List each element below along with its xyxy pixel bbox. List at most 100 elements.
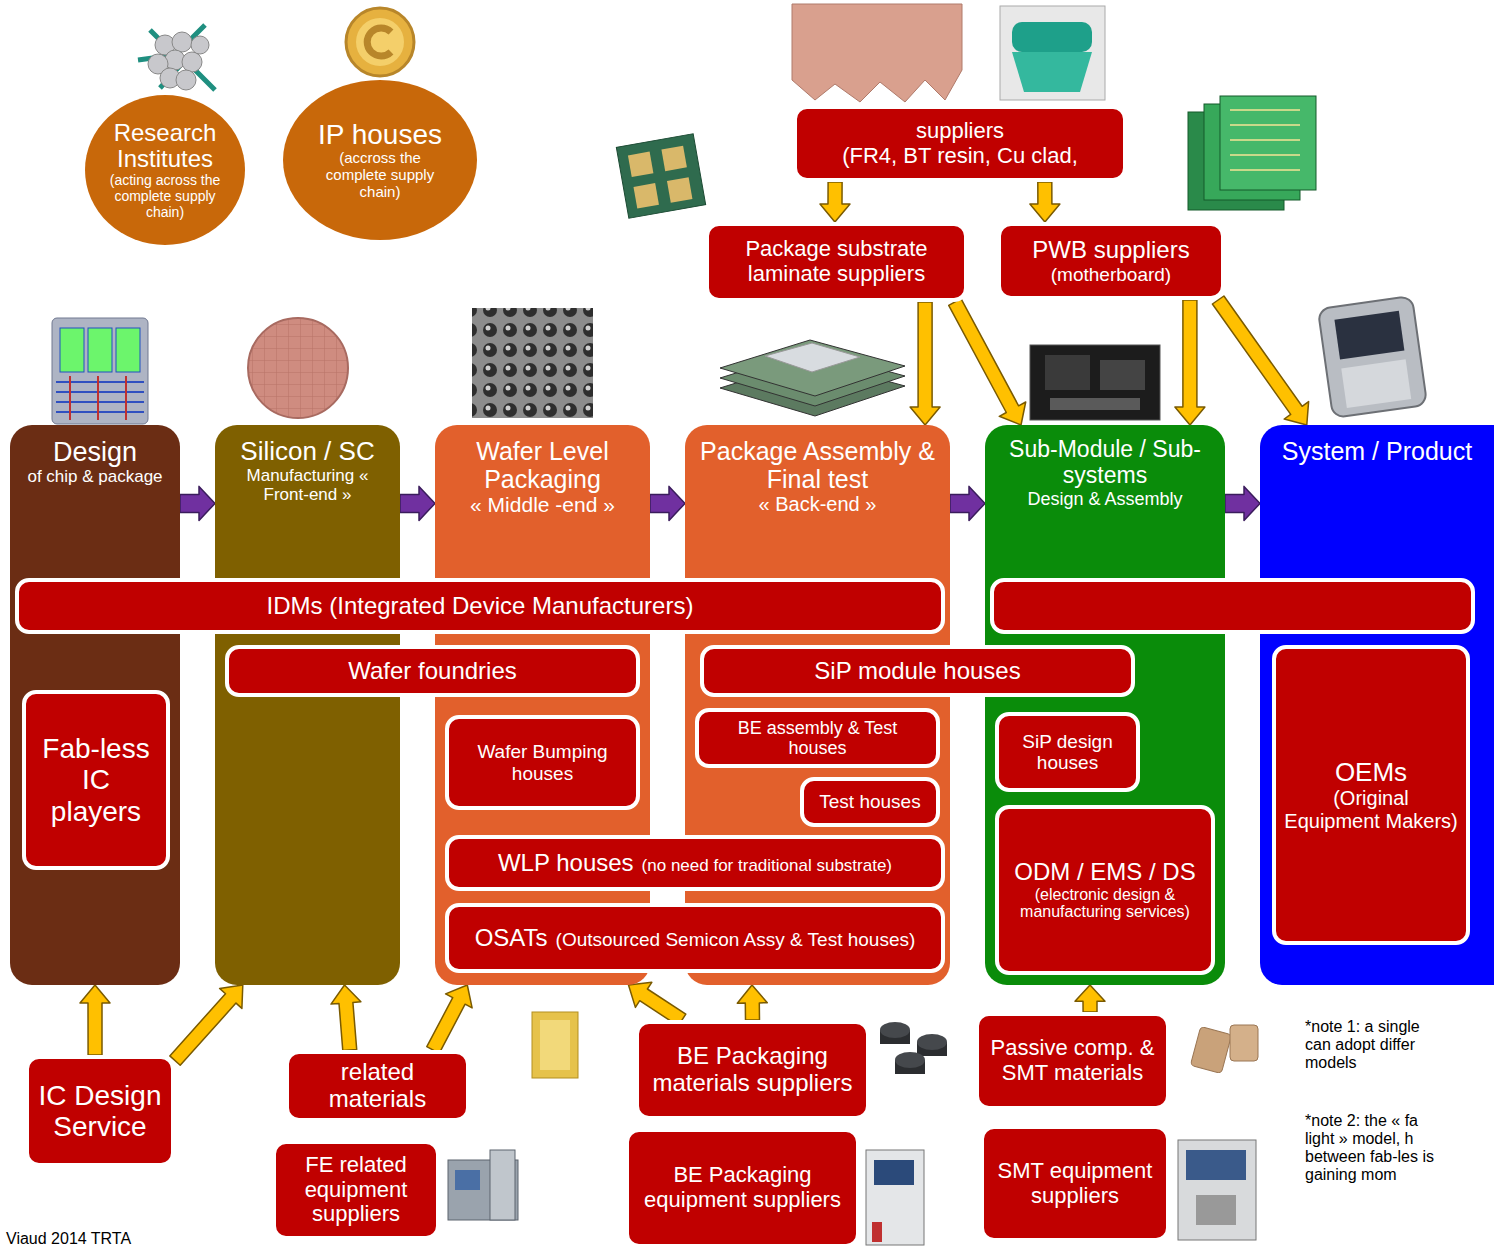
node-heading: SiP module houses bbox=[814, 658, 1020, 685]
node-heading: WLP houses bbox=[498, 850, 634, 877]
molecule-atom bbox=[191, 36, 209, 54]
molecule-atom bbox=[172, 32, 192, 52]
supply-arrow bbox=[427, 985, 472, 1053]
phone-keys bbox=[1341, 359, 1411, 408]
actor-box: OEMs(Original Equipment Makers) bbox=[1272, 645, 1470, 945]
node-heading: Wafer Level Packaging bbox=[443, 437, 642, 493]
wafer-picture bbox=[248, 318, 348, 418]
node-subtext: (electronic design & manufacturing servi… bbox=[1007, 886, 1203, 922]
tool-tower bbox=[490, 1150, 515, 1220]
actor-box: BE assembly & Test houses bbox=[695, 708, 940, 768]
note-text: *note 1: a single can adopt differ model… bbox=[1305, 1018, 1445, 1072]
supply-arrow bbox=[737, 985, 767, 1020]
stage-column: Wafer Level Packaging« Middle -end » Wafe… bbox=[435, 425, 650, 985]
chip-block bbox=[60, 328, 84, 372]
molecule-bond bbox=[138, 25, 215, 90]
node-heading: Test houses bbox=[819, 791, 920, 812]
node-heading: Passive comp. & SMT materials bbox=[987, 1036, 1158, 1085]
node-subtext: Manufacturing « Front-end » bbox=[223, 466, 392, 504]
flow-arrow bbox=[400, 486, 435, 520]
stage-column: Silicon / SCManufacturing « Front-end » bbox=[215, 425, 400, 985]
supply-arrow bbox=[1212, 296, 1308, 425]
actor-box: Passive comp. & SMT materials bbox=[975, 1012, 1170, 1110]
strip-body bbox=[616, 134, 705, 218]
node-heading: OEMs bbox=[1335, 758, 1407, 787]
machine-window bbox=[1186, 1150, 1246, 1180]
pcb-board bbox=[1220, 96, 1316, 190]
strip-pad bbox=[628, 152, 653, 177]
node-heading: FE related equipment suppliers bbox=[284, 1153, 428, 1227]
substrate-strip-picture bbox=[616, 134, 705, 218]
module-picture bbox=[1030, 345, 1160, 420]
tool-body bbox=[866, 1150, 924, 1245]
chip-design-picture bbox=[52, 318, 148, 424]
actor-box: Package substrate laminate suppliers bbox=[705, 222, 968, 302]
actor-box: SiP design houses bbox=[995, 712, 1140, 792]
oem-bar bbox=[990, 578, 1475, 634]
phone-screen bbox=[1334, 311, 1404, 360]
actor-box: PWB suppliers(motherboard) bbox=[997, 222, 1225, 300]
copyright-picture bbox=[346, 8, 414, 76]
node-heading: IP houses bbox=[318, 119, 442, 150]
phone-picture bbox=[1318, 296, 1427, 418]
node-heading: SMT equipment suppliers bbox=[992, 1159, 1158, 1208]
coin-arc bbox=[367, 28, 391, 56]
actor-box: WLP houses(no need for traditional subst… bbox=[445, 835, 945, 891]
strip-pad bbox=[661, 146, 686, 171]
film-sheet bbox=[532, 1012, 578, 1078]
node-subtext: of chip & package bbox=[27, 467, 162, 486]
node-subtext: (motherboard) bbox=[1051, 264, 1171, 285]
machine-body bbox=[1178, 1140, 1256, 1240]
node-heading: OSATs bbox=[475, 925, 548, 952]
node-heading: Silicon / SC bbox=[240, 437, 374, 466]
flow-arrow bbox=[180, 486, 215, 520]
node-heading: Wafer Bumping houses bbox=[457, 741, 628, 784]
node-subtext: (acting across the complete supply chain… bbox=[107, 173, 223, 220]
package-lid bbox=[765, 343, 860, 372]
ellipse-shape bbox=[85, 95, 245, 245]
film-roll-picture bbox=[1000, 6, 1105, 100]
roll-ground bbox=[1000, 6, 1105, 100]
node-heading: Package Assembly & Final test bbox=[693, 437, 942, 493]
node-heading: IC Design Service bbox=[37, 1080, 163, 1143]
node-heading: BE Packaging materials suppliers bbox=[647, 1043, 858, 1097]
actor-box: OSATs (Outsourced Semicon Assy & Test hou… bbox=[445, 903, 945, 973]
disc-top bbox=[917, 1034, 947, 1050]
node-heading: BE assembly & Test houses bbox=[707, 718, 928, 758]
node-heading: related materials bbox=[297, 1059, 458, 1113]
flow-arrow bbox=[650, 486, 685, 520]
actor-box: IC Design Service bbox=[25, 1055, 175, 1167]
chip-block bbox=[116, 328, 140, 372]
chip-block bbox=[88, 328, 112, 372]
actor-ellipse: IP houses(accross the complete supply ch… bbox=[283, 80, 477, 240]
actor-box: FE related equipment suppliers bbox=[272, 1140, 440, 1240]
node-subtext: (accross the complete supply chain) bbox=[313, 150, 447, 200]
actor-box: Fab-less IC players bbox=[22, 690, 170, 870]
molecule-atom bbox=[182, 52, 202, 72]
supply-arrow bbox=[80, 985, 110, 1055]
supply-arrow bbox=[949, 299, 1026, 425]
film-inner bbox=[540, 1020, 570, 1070]
roll-core bbox=[1012, 22, 1092, 52]
actor-box: SiP module houses bbox=[700, 645, 1135, 697]
supply-arrow bbox=[910, 302, 940, 425]
molecule-atom bbox=[176, 70, 196, 90]
node-subtext: « Middle -end » bbox=[470, 493, 615, 517]
pcb-picture bbox=[1188, 96, 1316, 210]
node-subtext: (FR4, BT resin, Cu clad, bbox=[842, 144, 1078, 169]
chip-vias bbox=[70, 376, 126, 420]
node-subtext: (Outsourced Semicon Assy & Test houses) bbox=[556, 929, 916, 950]
actor-ellipse: Research Institutes(acting across the co… bbox=[85, 95, 245, 245]
supply-arrow bbox=[820, 182, 850, 222]
stage-column: System / ProductOEMs(Original Equipment … bbox=[1260, 425, 1494, 985]
node-heading: PWB suppliers bbox=[1032, 237, 1189, 264]
actor-box: Wafer Bumping houses bbox=[445, 715, 640, 810]
actor-box: suppliers(FR4, BT resin, Cu clad, bbox=[793, 105, 1127, 182]
package-layer bbox=[720, 340, 905, 396]
node-heading: Fab-less IC players bbox=[34, 733, 158, 827]
node-heading: suppliers bbox=[916, 119, 1004, 144]
bumps-picture bbox=[472, 308, 593, 418]
actor-box: SMT equipment suppliers bbox=[980, 1125, 1170, 1242]
stage-column: Designof chip & packageFab-less IC playe… bbox=[10, 425, 180, 985]
disc-top bbox=[880, 1022, 910, 1038]
